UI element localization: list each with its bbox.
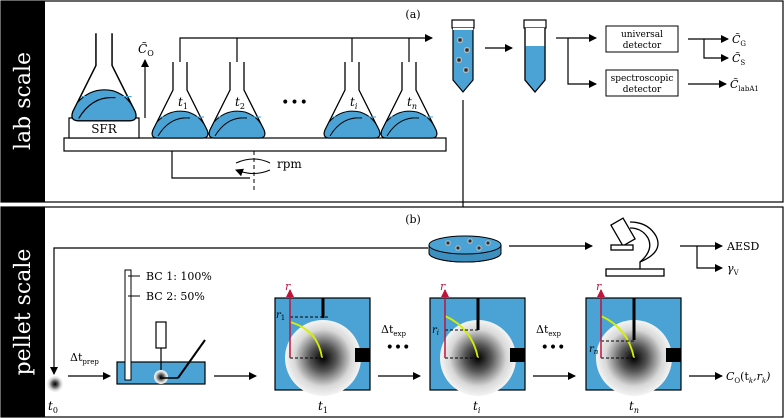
universal-detector-label: detector xyxy=(623,41,662,51)
sample-tube-icon xyxy=(451,19,475,93)
supernatant-tube-icon xyxy=(523,19,547,93)
bc2-label: BC 2: 50% xyxy=(146,290,205,303)
universal-detector-box xyxy=(605,25,679,53)
t0-label: t0 xyxy=(48,399,58,415)
lab-scale-label: lab scale xyxy=(11,52,36,150)
sampling-line xyxy=(179,34,433,62)
axis-r-label: r xyxy=(596,280,602,293)
rotation-arrow-icon xyxy=(235,168,271,177)
bc1-label: BC 1: 100% xyxy=(146,270,212,283)
lab-scale-side-bar xyxy=(1,1,45,202)
flask-label: ti xyxy=(350,95,358,111)
petri-dish-icon xyxy=(428,235,502,263)
pellet-frame-ti xyxy=(429,289,526,396)
c-o-label: C̃O xyxy=(138,41,154,58)
shaker-platform xyxy=(63,137,447,152)
panel-b-tag: (b) xyxy=(405,213,421,226)
spectroscopic-detector-label: detector xyxy=(623,85,662,95)
sfr-label: SFR xyxy=(91,122,118,136)
pellet-frame-t1 xyxy=(274,289,371,396)
frame-time-label: ti xyxy=(473,399,481,415)
universal-detector-label: universal xyxy=(621,30,663,40)
radius-label: r1 xyxy=(276,310,285,322)
final-output-label: CO(tk,rk) xyxy=(726,370,770,385)
spectroscopic-detector-label: spectroscopic xyxy=(611,74,674,84)
output-clab: C̃labA1 xyxy=(730,78,759,93)
spectroscopic-detector-box xyxy=(605,69,679,97)
axis-r-label: r xyxy=(285,280,291,293)
output-gamma: γV xyxy=(727,262,740,277)
frame-time-label: tn xyxy=(629,399,639,415)
radius-label: ri xyxy=(432,325,439,337)
initial-pellet-icon xyxy=(47,376,63,392)
lab-scale-panel: lab scale (a) rpm SFR C̃O t1 t2 ti tn ••… xyxy=(0,0,784,226)
dt-exp-label: Δtexp xyxy=(536,323,561,338)
preparation-bath xyxy=(116,269,206,385)
output-cg: C̃G xyxy=(732,33,746,48)
flask-ellipsis: ••• xyxy=(281,95,309,111)
output-aesd: AESD xyxy=(726,240,760,253)
dt-prep-label: Δtprep xyxy=(70,351,99,366)
pellet-scale-label: pellet scale xyxy=(11,249,36,376)
dt-exp-label: Δtexp xyxy=(381,323,406,338)
rpm-label: rpm xyxy=(277,157,302,171)
flask-label: t1 xyxy=(178,95,188,111)
frame-time-label: t1 xyxy=(318,399,328,415)
pellet-frame-tn xyxy=(585,289,682,396)
frame-ellipsis: ••• xyxy=(541,340,566,356)
frame-ellipsis: ••• xyxy=(386,340,411,356)
flask-label: tn xyxy=(407,95,417,111)
radius-label: rn xyxy=(589,344,599,356)
panel-a-tag: (a) xyxy=(405,8,420,21)
output-cs: C̃S xyxy=(732,52,745,67)
flask-label: t2 xyxy=(235,95,245,111)
pellet-scale-side-bar xyxy=(1,207,45,417)
axis-r-label: r xyxy=(440,280,446,293)
microscope-icon xyxy=(605,217,665,277)
pellet-scale-panel: pellet scale (b) AESD γV t0 xyxy=(0,206,784,418)
